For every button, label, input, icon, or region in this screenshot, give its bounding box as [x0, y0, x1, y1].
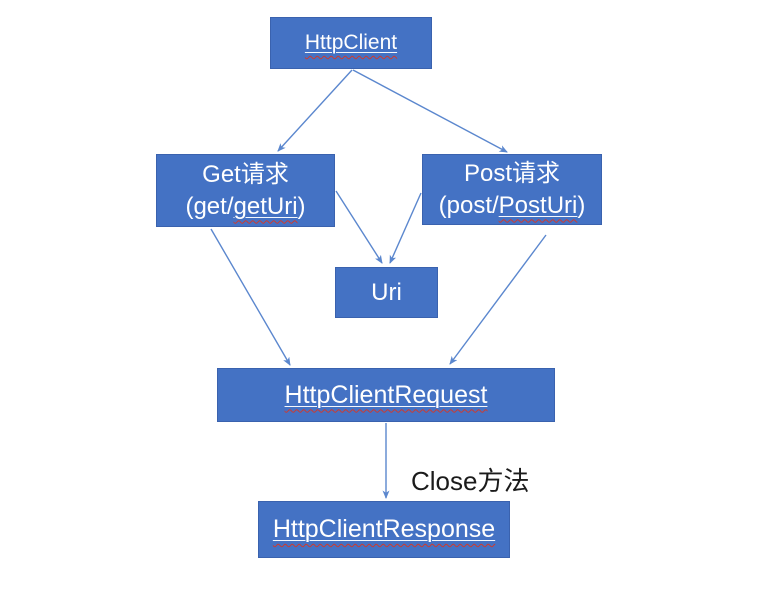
arrow-get-to-uri: [335, 190, 383, 264]
node-httpclient[interactable]: HttpClient: [270, 17, 432, 69]
node-uri[interactable]: Uri: [335, 267, 438, 318]
node-uri-label: Uri: [371, 278, 402, 306]
arrow-httpclient-to-post: [352, 69, 508, 153]
arrow-get-to-request: [210, 228, 291, 366]
node-get-request[interactable]: Get请求 (get/getUri): [156, 154, 335, 227]
close-method-label: Close方法: [411, 466, 530, 496]
node-post-request[interactable]: Post请求 (post/PostUri): [422, 154, 602, 225]
node-get-line2: (get/getUri): [185, 192, 306, 220]
arrow-post-to-request: [449, 234, 547, 365]
arrow-post-to-uri: [389, 192, 422, 264]
node-httpclientrequest[interactable]: HttpClientRequest: [217, 368, 555, 422]
node-get-line1: Get请求: [202, 160, 289, 188]
node-request-label: HttpClientRequest: [284, 380, 488, 409]
node-response-label: HttpClientResponse: [272, 515, 496, 543]
node-httpclientresponse[interactable]: HttpClientResponse: [258, 501, 510, 558]
node-post-line2: (post/PostUri): [438, 191, 586, 219]
node-post-line1: Post请求: [463, 159, 561, 187]
arrow-httpclient-to-get: [277, 69, 353, 152]
node-httpclient-label: HttpClient: [304, 31, 398, 55]
